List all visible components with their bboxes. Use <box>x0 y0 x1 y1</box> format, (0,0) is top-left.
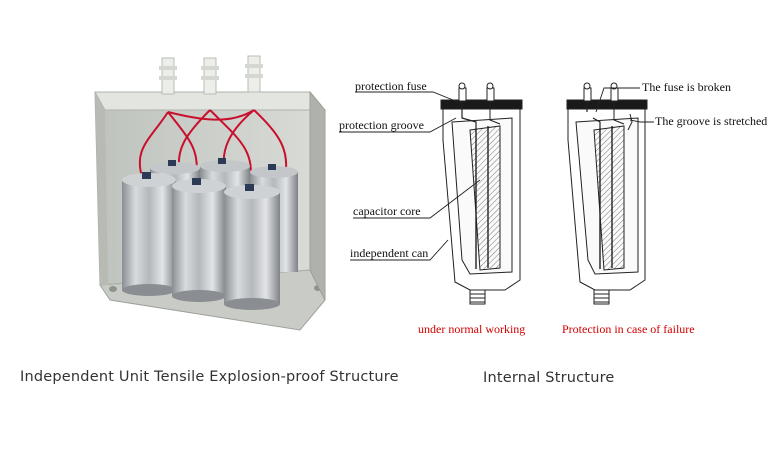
label-protection-groove: protection groove <box>339 118 424 132</box>
label-protection-fuse: protection fuse <box>355 79 427 93</box>
bushing-insulators <box>159 55 263 95</box>
label-capacitor-core: capacitor core <box>353 204 421 218</box>
can-diagram-normal <box>440 82 523 305</box>
caption-photo: Independent Unit Tensile Explosion-proof… <box>20 369 399 385</box>
capacitor-cans-front <box>122 173 280 310</box>
can-diagram-failure <box>566 82 648 305</box>
caption-internal-structure: Internal Structure <box>483 370 615 386</box>
label-independent-can: independent can <box>350 246 428 260</box>
state-normal-label: under normal working <box>418 322 525 336</box>
label-groove-stretched: The groove is stretched <box>655 114 767 128</box>
can-terminals <box>142 158 276 191</box>
label-fuse-broken: The fuse is broken <box>642 80 731 94</box>
leader-lines <box>339 87 654 261</box>
state-failure-label: Protection in case of failure <box>562 322 695 336</box>
capacitor-bank-photo <box>94 55 327 331</box>
